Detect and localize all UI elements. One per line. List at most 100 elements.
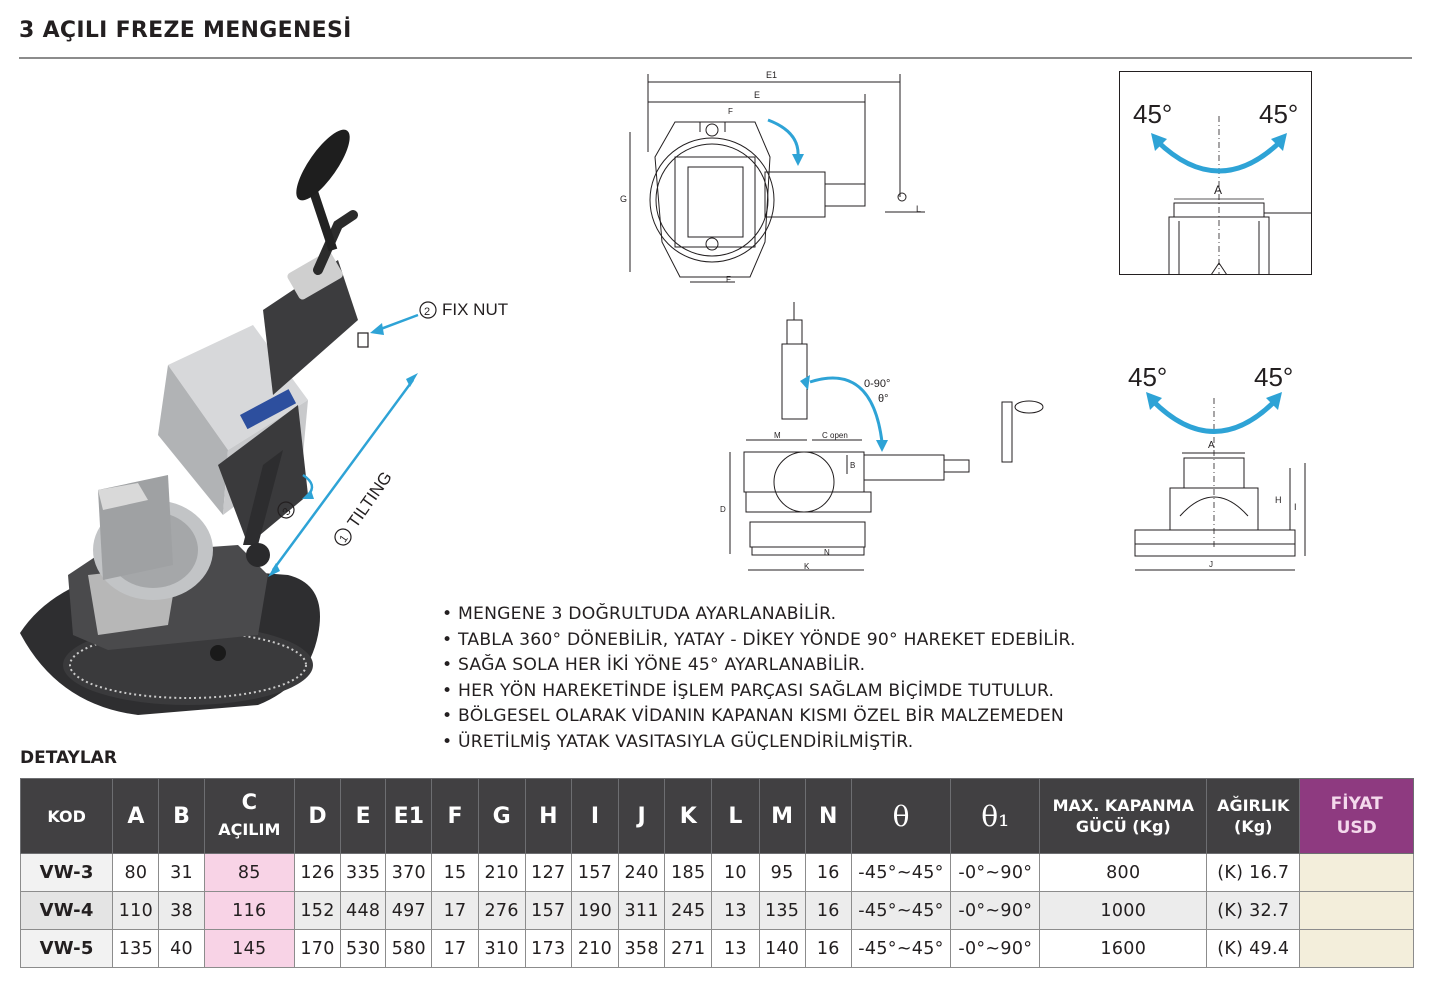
cell-h: 157 (524, 891, 572, 930)
cell-theta: -45°~45° (850, 929, 952, 968)
cell-kod: VW-5 (19, 929, 114, 968)
dim-h: H (1275, 495, 1282, 505)
table-row: VW-5 135 40 145 170 530 580 17 310 173 2… (19, 929, 1414, 968)
feature-item-continued: ÜRETİLMİŞ YATAK VASITASIYLA GÜÇLENDİRİLM… (442, 730, 1076, 756)
cell-theta1: -0°~90° (950, 929, 1041, 968)
feature-continuation-text: ÜRETİLMİŞ YATAK VASITASIYLA GÜÇLENDİRİLM… (458, 731, 914, 752)
feature-item: BÖLGESEL OLARAK VİDANIN KAPANAN KISMI ÖZ… (442, 704, 1076, 730)
header-max-force-line2: GÜCÜ (Kg) (1075, 817, 1171, 836)
table-row: VW-3 80 31 85 126 335 370 15 210 127 157… (19, 853, 1414, 892)
dim-i: I (1294, 502, 1297, 512)
dim-n: N (824, 548, 830, 557)
header-price: FİYAT USD (1299, 778, 1414, 854)
cell-weight: (K) 16.7 (1206, 853, 1301, 892)
cell-f: 17 (431, 929, 479, 968)
cell-weight: (K) 32.7 (1206, 891, 1301, 930)
cell-d: 126 (293, 853, 342, 892)
cell-theta: -45°~45° (850, 891, 952, 930)
cell-e1: 580 (385, 929, 433, 968)
angle-0-90: 0-90° (864, 378, 890, 390)
cell-j: 358 (618, 929, 666, 968)
cell-j: 311 (618, 891, 666, 930)
feature-item: HER YÖN HAREKETİNDE İŞLEM PARÇASI SAĞLAM… (442, 679, 1076, 705)
header-price-line1: FİYAT (1330, 794, 1383, 814)
angle-theta: θ° (878, 393, 889, 405)
cell-i: 210 (570, 929, 620, 968)
header-price-line2: USD (1336, 818, 1377, 838)
tilting-label: TILTING (344, 468, 396, 531)
cell-n: 16 (804, 891, 852, 930)
cell-e: 448 (340, 891, 387, 930)
angle-top-right: 45° (1259, 99, 1298, 129)
cell-c: 85 (203, 853, 295, 892)
dim-l: L (916, 204, 921, 214)
page-title: 3 AÇILI FREZE MENGENESİ (19, 18, 352, 43)
cell-e1: 497 (385, 891, 433, 930)
title-divider (19, 57, 1412, 59)
cell-l: 10 (711, 853, 760, 892)
cell-k: 185 (664, 853, 713, 892)
fix-nut-label: FIX NUT (442, 300, 508, 319)
cell-price (1299, 891, 1414, 930)
cell-l: 13 (711, 929, 760, 968)
cell-h: 127 (524, 853, 572, 892)
header-f: F (431, 778, 479, 854)
dim-b: B (850, 461, 855, 470)
cell-m: 95 (758, 853, 806, 892)
header-k: K (664, 778, 713, 854)
header-l: L (711, 778, 760, 854)
tilting-number: 1 (337, 533, 350, 545)
table-row: VW-4 110 38 116 152 448 497 17 276 157 1… (19, 891, 1414, 930)
cell-d: 152 (293, 891, 342, 930)
cell-g: 310 (477, 929, 526, 968)
header-weight-line2: (Kg) (1234, 817, 1273, 836)
dim-g: G (620, 194, 627, 204)
dim-c-open: C open (822, 431, 848, 440)
cell-a: 110 (112, 891, 160, 930)
feature-list: MENGENE 3 DOĞRULTUDA AYARLANABİLİR. TABL… (442, 602, 1076, 755)
angle-diagram-top: 45° 45° A (1119, 71, 1312, 279)
header-e1: E1 (385, 778, 433, 854)
header-d: D (293, 778, 342, 854)
cell-max-force: 800 (1039, 853, 1208, 892)
dim-f-bottom: F (726, 275, 731, 284)
cell-e: 335 (340, 853, 387, 892)
cell-b: 40 (158, 929, 205, 968)
cell-theta1: -0°~90° (950, 853, 1041, 892)
fix-nut-number: 2 (424, 306, 430, 318)
cell-price (1299, 853, 1414, 892)
angle-top-a: A (1214, 183, 1222, 197)
feature-item: MENGENE 3 DOĞRULTUDA AYARLANABİLİR. (442, 602, 1076, 628)
header-i: I (570, 778, 620, 854)
cell-j: 240 (618, 853, 666, 892)
cell-a: 80 (112, 853, 160, 892)
feature-item: TABLA 360° DÖNEBİLİR, YATAY - DİKEY YÖND… (442, 628, 1076, 654)
angle-bottom-left: 45° (1128, 362, 1167, 392)
dim-e1: E1 (766, 70, 777, 80)
header-a: A (112, 778, 160, 854)
dim-j: J (1209, 560, 1213, 569)
cell-m: 140 (758, 929, 806, 968)
header-max-force: MAX. KAPANMA GÜCÜ (Kg) (1039, 778, 1208, 854)
top-view-drawing: E1 E F G L F (600, 62, 940, 306)
cell-f: 17 (431, 891, 479, 930)
third-number: 3 (280, 506, 293, 518)
side-view-drawing: 0-90° θ° M C open B D K N (712, 292, 1062, 586)
header-c-label: C (241, 790, 257, 814)
cell-n: 16 (804, 853, 852, 892)
header-j: J (618, 778, 666, 854)
header-n: N (804, 778, 852, 854)
cell-h: 173 (524, 929, 572, 968)
header-theta: θ (850, 778, 952, 854)
header-c-sub: AÇILIM (218, 820, 281, 839)
cell-n: 16 (804, 929, 852, 968)
cell-l: 13 (711, 891, 760, 930)
cell-weight: (K) 49.4 (1206, 929, 1301, 968)
header-max-force-line1: MAX. KAPANMA (1052, 796, 1194, 815)
angle-bottom-right: 45° (1254, 362, 1293, 392)
header-weight: AĞIRLIK(Kg) (1206, 778, 1301, 854)
cell-g: 276 (477, 891, 526, 930)
cell-theta: -45°~45° (850, 853, 952, 892)
angle-bottom-a: A (1208, 440, 1215, 451)
